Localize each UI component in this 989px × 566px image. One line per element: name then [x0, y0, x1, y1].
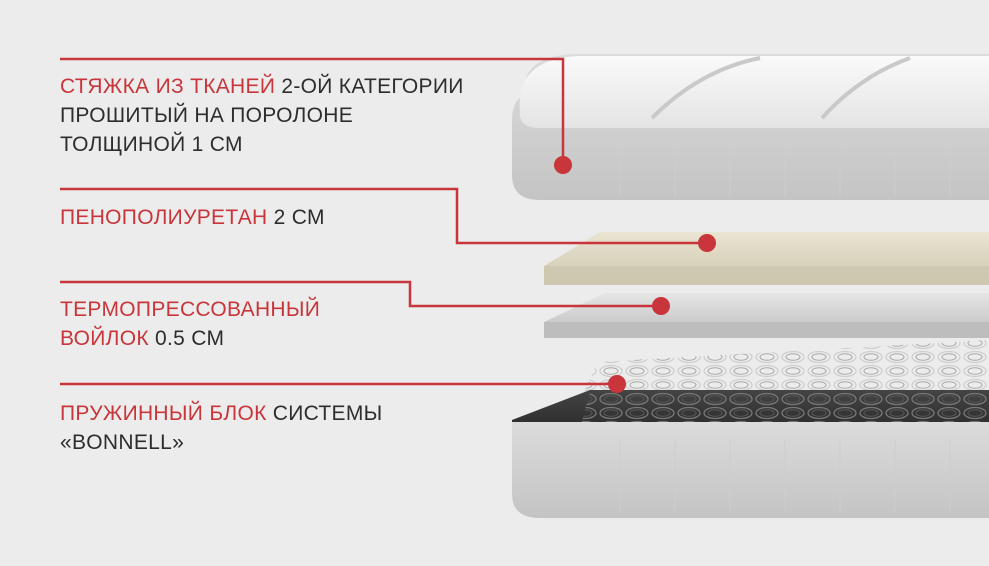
felt-layer [544, 293, 989, 338]
label-text: 2-ОЙ КАТЕГОРИИ [275, 75, 464, 98]
label-accent: СТЯЖКА ИЗ ТКАНЕЙ [60, 75, 276, 98]
callout-dot-cover [554, 156, 572, 174]
callout-line-felt [60, 280, 661, 308]
callout-line-foam [60, 187, 707, 245]
label-accent: ВОЙЛОК [60, 327, 149, 350]
label-text: ТОЛЩИНОЙ 1 СМ [60, 133, 243, 156]
label-text: «BONNELL» [60, 431, 185, 454]
label-line: ВОЙЛОК 0.5 СМ [60, 324, 320, 353]
label-springs: ПРУЖИННЫЙ БЛОК СИСТЕМЫ «BONNELL» [60, 399, 383, 457]
callout-dot-foam [698, 234, 716, 252]
label-text: 0.5 СМ [148, 327, 225, 350]
label-accent: ПЕНОПОЛИУРЕТАН [60, 206, 268, 229]
foam-layer [544, 232, 989, 285]
label-line: ПРУЖИННЫЙ БЛОК СИСТЕМЫ [60, 399, 383, 428]
label-text: ПРОШИТЫЙ НА ПОРОЛОНЕ [60, 104, 354, 127]
callout-line-cover [60, 57, 565, 165]
label-cover: СТЯЖКА ИЗ ТКАНЕЙ 2-ОЙ КАТЕГОРИИ ПРОШИТЫЙ… [60, 72, 464, 159]
label-line: ПРОШИТЫЙ НА ПОРОЛОНЕ [60, 101, 464, 130]
label-line: «BONNELL» [60, 428, 383, 457]
label-line: ТЕРМОПРЕССОВАННЫЙ [60, 295, 320, 324]
label-line: СТЯЖКА ИЗ ТКАНЕЙ 2-ОЙ КАТЕГОРИИ [60, 72, 464, 101]
label-text: СИСТЕМЫ [266, 402, 383, 425]
spring-block-layer [512, 340, 989, 518]
label-text: 2 СМ [267, 206, 325, 229]
callout-dot-felt [652, 297, 670, 315]
label-accent: ПРУЖИННЫЙ БЛОК [60, 402, 267, 425]
cover-layer [512, 54, 989, 200]
label-line: ТОЛЩИНОЙ 1 СМ [60, 130, 464, 159]
label-line: ПЕНОПОЛИУРЕТАН 2 СМ [60, 203, 325, 232]
callout-dot-springs [608, 375, 626, 393]
label-accent: ТЕРМОПРЕССОВАННЫЙ [60, 298, 321, 321]
label-felt: ТЕРМОПРЕССОВАННЫЙ ВОЙЛОК 0.5 СМ [60, 295, 320, 353]
label-foam: ПЕНОПОЛИУРЕТАН 2 СМ [60, 203, 325, 232]
